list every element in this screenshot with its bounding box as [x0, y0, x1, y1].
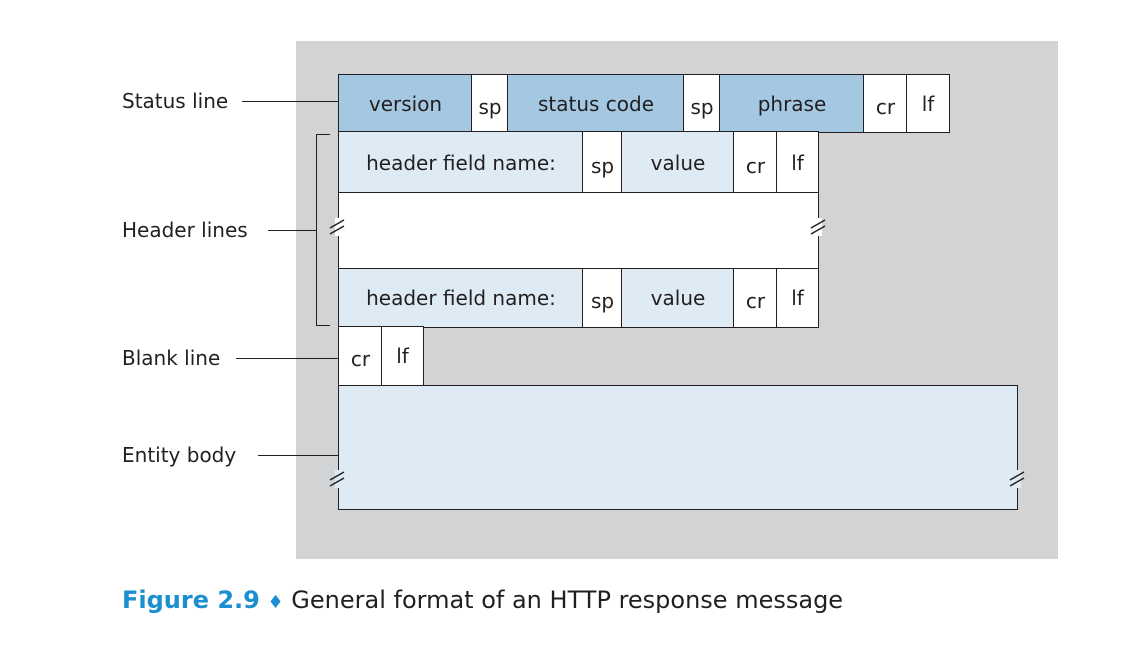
caption-text: General format of an HTTP response messa… [291, 586, 844, 614]
header-lines-leader [268, 230, 316, 231]
header-1-lf-field: lf [776, 131, 819, 194]
status-code-field: status code [507, 74, 685, 133]
header-2-cr-field: cr [733, 268, 778, 328]
header-2-sp-field: sp [582, 268, 623, 328]
status-lf-field: lf [906, 74, 950, 133]
header-lines-label: Header lines [122, 218, 248, 242]
blank-line-label: Blank line [122, 346, 221, 370]
status-phrase-field: phrase [719, 74, 865, 133]
status-cr-field: cr [863, 74, 908, 133]
entity-body-leader [258, 455, 338, 456]
header-lines-bracket [316, 134, 330, 326]
header-1-sp-field: sp [582, 131, 623, 194]
break-mark-header-left [329, 218, 345, 236]
blank-line-leader [236, 358, 338, 359]
entity-body-label: Entity body [122, 443, 237, 467]
header-1-cr-field: cr [733, 131, 778, 194]
header-1-name-field: header field name: [338, 131, 584, 194]
blank-lf-field: lf [381, 326, 424, 386]
header-1-value-field: value [621, 131, 735, 194]
header-2-value-field: value [621, 268, 735, 328]
status-line-leader [242, 101, 338, 102]
break-mark-body-left [329, 470, 345, 488]
caption-separator: ♦ [267, 592, 284, 613]
break-mark-header-right [810, 218, 826, 236]
entity-body-area [338, 385, 1018, 510]
figure-number: Figure 2.9 [122, 586, 260, 614]
status-sp-field-2: sp [683, 74, 721, 133]
status-version-field: version [338, 74, 473, 133]
status-sp-field-1: sp [471, 74, 509, 133]
header-continuation-area [338, 192, 819, 270]
header-2-lf-field: lf [776, 268, 819, 328]
header-2-name-field: header field name: [338, 268, 584, 328]
status-line-label: Status line [122, 89, 229, 113]
break-mark-body-right [1009, 470, 1025, 488]
blank-cr-field: cr [338, 326, 383, 386]
figure-caption: Figure 2.9 ♦ General format of an HTTP r… [122, 586, 843, 614]
